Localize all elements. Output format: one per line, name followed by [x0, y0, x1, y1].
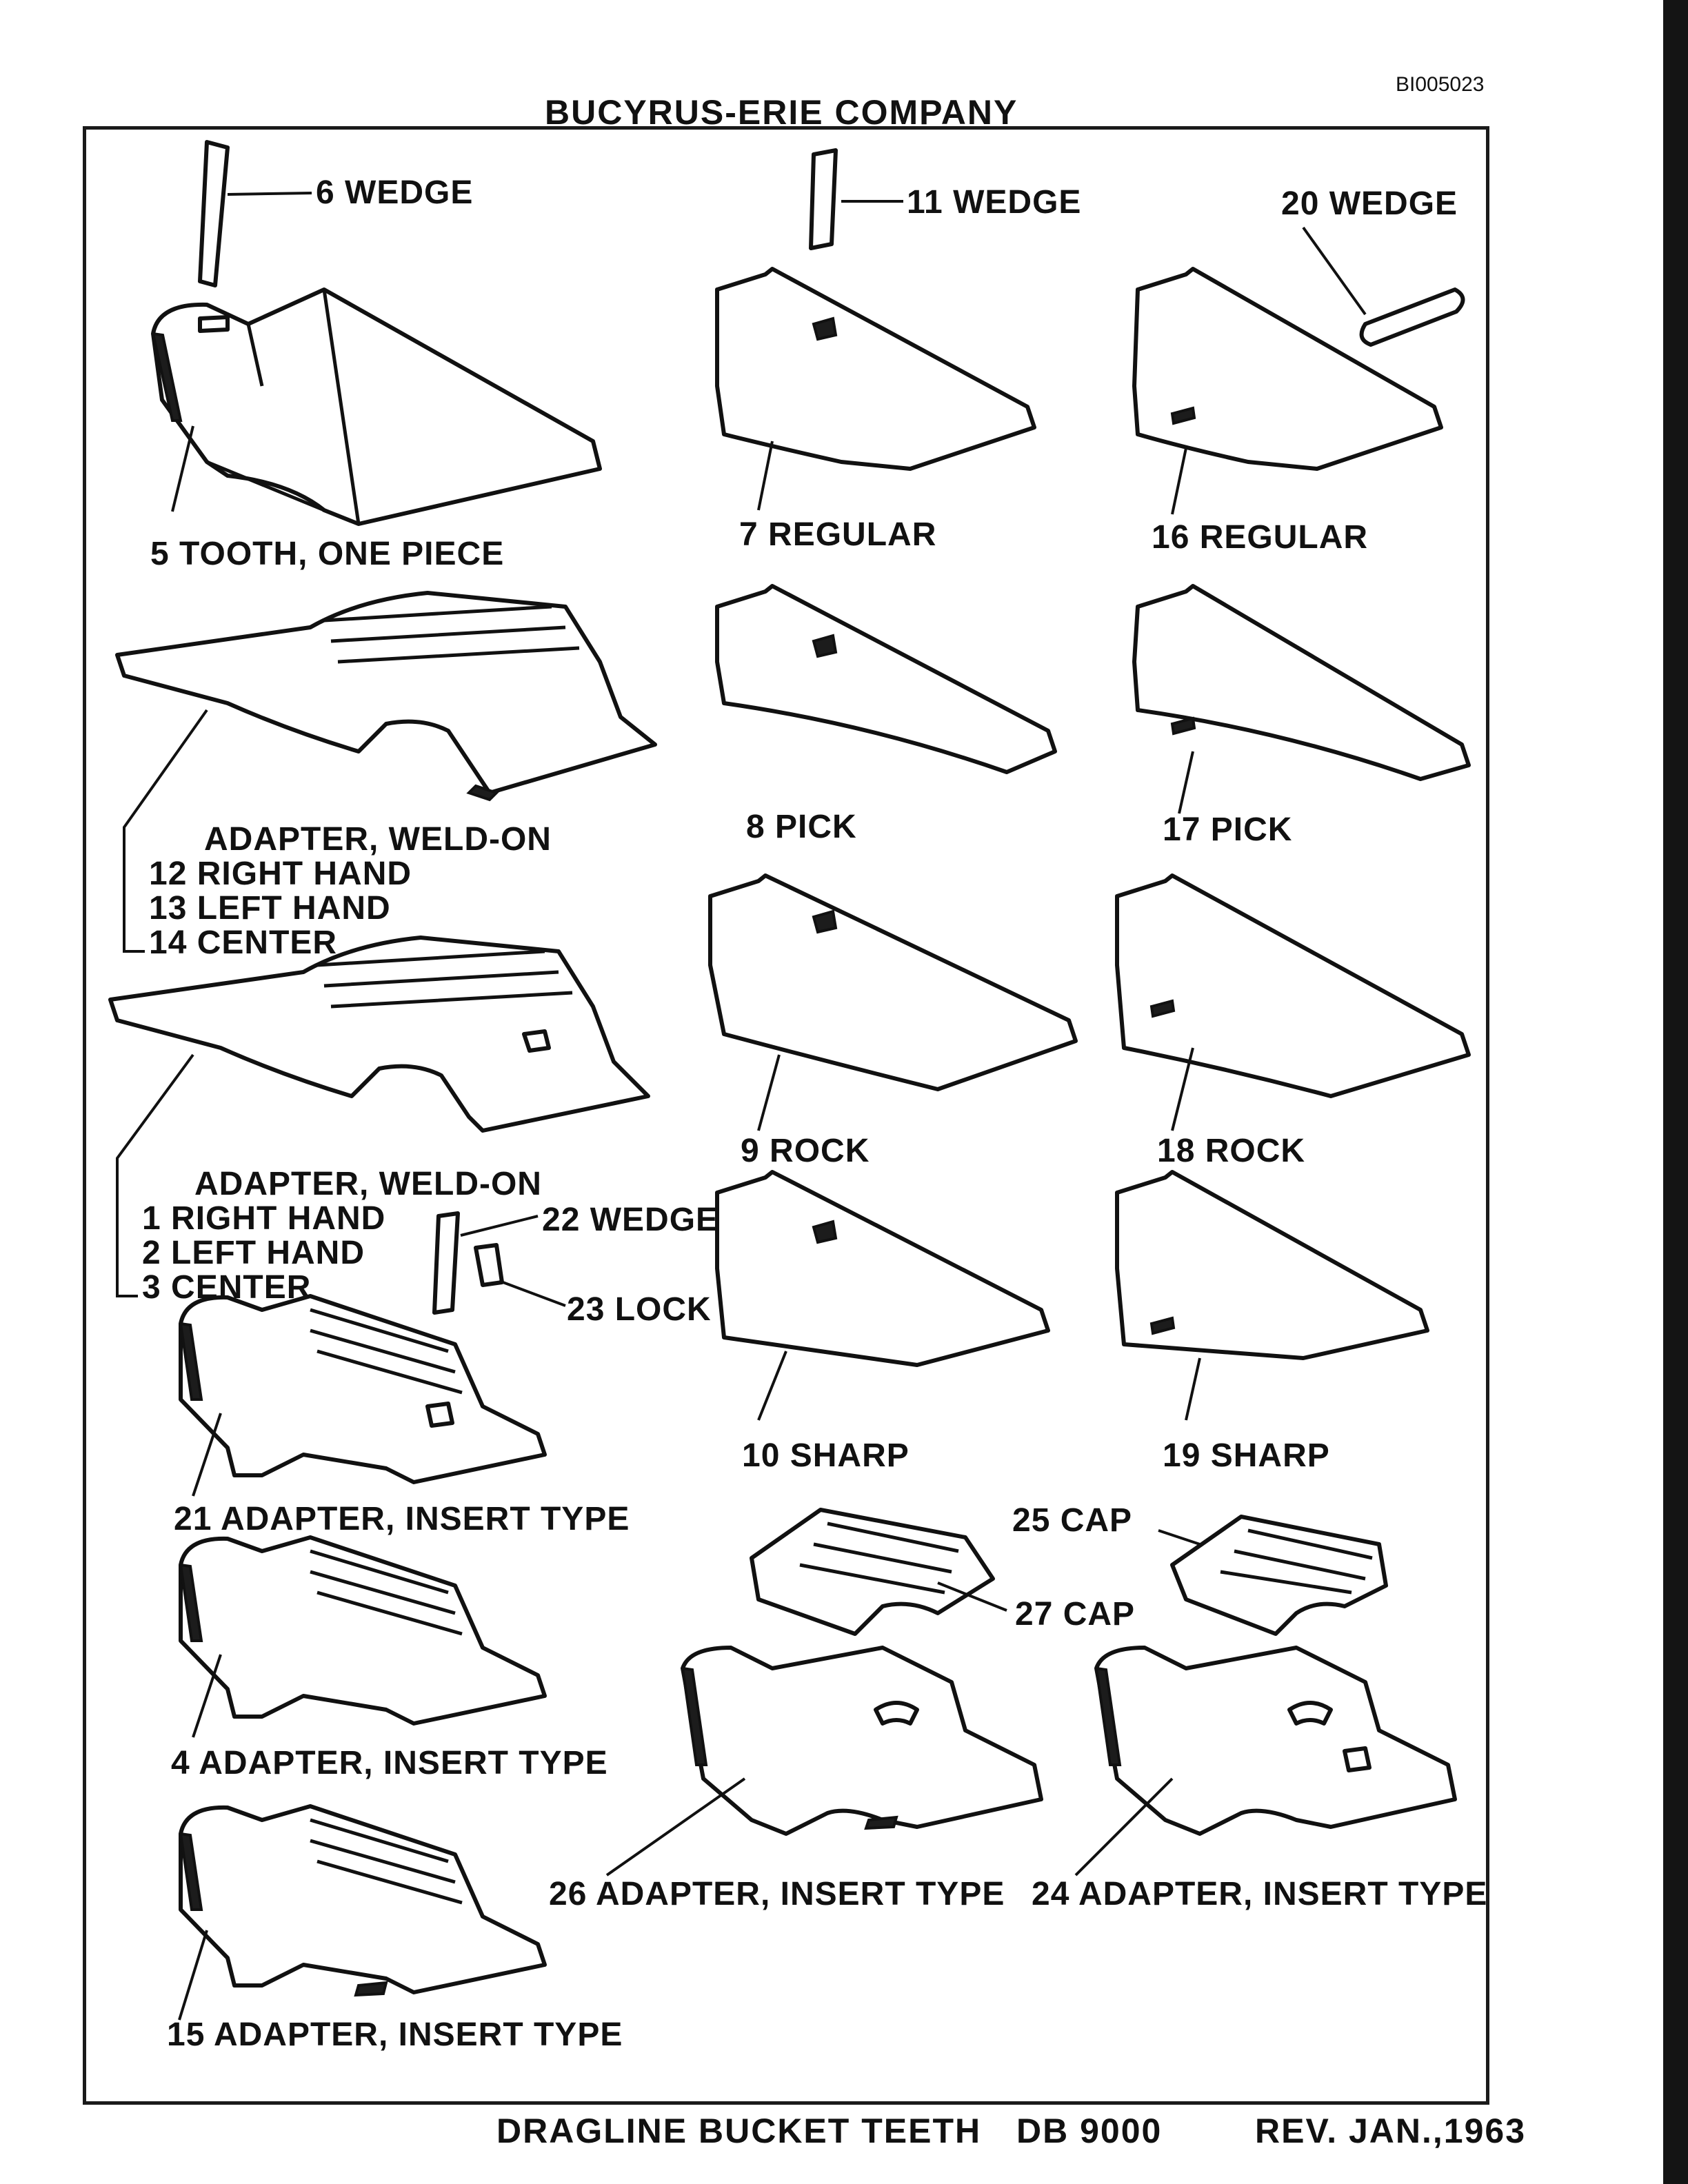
label-adapter-24: 24 ADAPTER, INSERT TYPE [1032, 1876, 1488, 1912]
label-adapter-14: 14 CENTER [149, 924, 338, 961]
label-sharp-19: 19 SHARP [1163, 1437, 1330, 1474]
label-adapter-4: 4 ADAPTER, INSERT TYPE [171, 1745, 608, 1781]
tooth-5-drawing [151, 287, 602, 526]
adapter-weld-b-drawing [108, 936, 650, 1297]
wedge-20-drawing [1302, 226, 1465, 347]
label-cap-27: 27 CAP [1015, 1596, 1136, 1632]
cap-25-drawing [1158, 1515, 1388, 1636]
tooth-10-drawing [715, 1170, 1050, 1421]
label-wedge-11: 11 WEDGE [907, 184, 1082, 221]
tooth-9-drawing [708, 873, 1078, 1131]
tooth-18-drawing [1115, 873, 1471, 1131]
tooth-7-drawing [715, 267, 1036, 511]
company-name: BUCYRUS-ERIE COMPANY [545, 93, 1018, 132]
label-wedge-6: 6 WEDGE [316, 174, 474, 211]
scan-edge-bar [1663, 0, 1688, 2184]
wedge-11-drawing [809, 148, 903, 250]
label-pick-17: 17 PICK [1163, 811, 1293, 848]
tooth-8-drawing [715, 584, 1057, 774]
label-cap-25: 25 CAP [1012, 1502, 1133, 1539]
label-wedge-20: 20 WEDGE [1281, 185, 1458, 222]
label-rock-18: 18 ROCK [1157, 1133, 1306, 1169]
adapter-4-drawing [179, 1535, 547, 1738]
label-adapter-12: 12 RIGHT HAND [149, 856, 412, 892]
adapter-24-drawing [1074, 1646, 1457, 1877]
adapter-26-drawing [605, 1646, 1043, 1877]
adapter-21-drawing [179, 1294, 547, 1497]
tooth-17-drawing [1132, 584, 1471, 814]
tooth-16-drawing [1132, 267, 1443, 515]
adapter-weld-a-drawing [115, 591, 657, 953]
label-regular-7: 7 REGULAR [739, 516, 937, 553]
footer-revision: REV. JAN.,1963 [1255, 2112, 1527, 2150]
footer-title: DRAGLINE BUCKET TEETH [496, 2112, 982, 2150]
label-adapter-21: 21 ADAPTER, INSERT TYPE [174, 1501, 630, 1537]
label-lock-23: 23 LOCK [567, 1291, 712, 1328]
label-adapter-15: 15 ADAPTER, INSERT TYPE [167, 2016, 623, 2053]
label-regular-16: 16 REGULAR [1152, 519, 1369, 556]
label-adapter-26: 26 ADAPTER, INSERT TYPE [549, 1876, 1005, 1912]
wedge-22-lock-23-drawing [432, 1211, 566, 1315]
label-adapter-1: 1 RIGHT HAND [142, 1200, 386, 1237]
label-sharp-10: 10 SHARP [742, 1437, 910, 1474]
wedge-6-drawing [198, 140, 312, 287]
tooth-19-drawing [1115, 1170, 1429, 1421]
drawing-frame [83, 126, 1489, 2105]
label-rock-9: 9 ROCK [741, 1133, 870, 1169]
label-adapter-13: 13 LEFT HAND [149, 890, 391, 927]
label-adapter-weld-b-title: ADAPTER, WELD-ON [194, 1166, 542, 1202]
label-tooth-5: 5 TOOTH, ONE PIECE [150, 536, 505, 572]
label-adapter-2: 2 LEFT HAND [142, 1235, 365, 1271]
cap-27-drawing [750, 1508, 1007, 1636]
label-adapter-weld-a-title: ADAPTER, WELD-ON [204, 821, 552, 858]
label-pick-8: 8 PICK [746, 809, 857, 845]
footer-catalog-number: DB 9000 [1016, 2112, 1163, 2150]
document-id: BI005023 [1396, 73, 1485, 96]
label-wedge-22: 22 WEDGE [542, 1202, 719, 1238]
label-adapter-3: 3 CENTER [142, 1269, 312, 1306]
adapter-15-drawing [178, 1804, 547, 2021]
